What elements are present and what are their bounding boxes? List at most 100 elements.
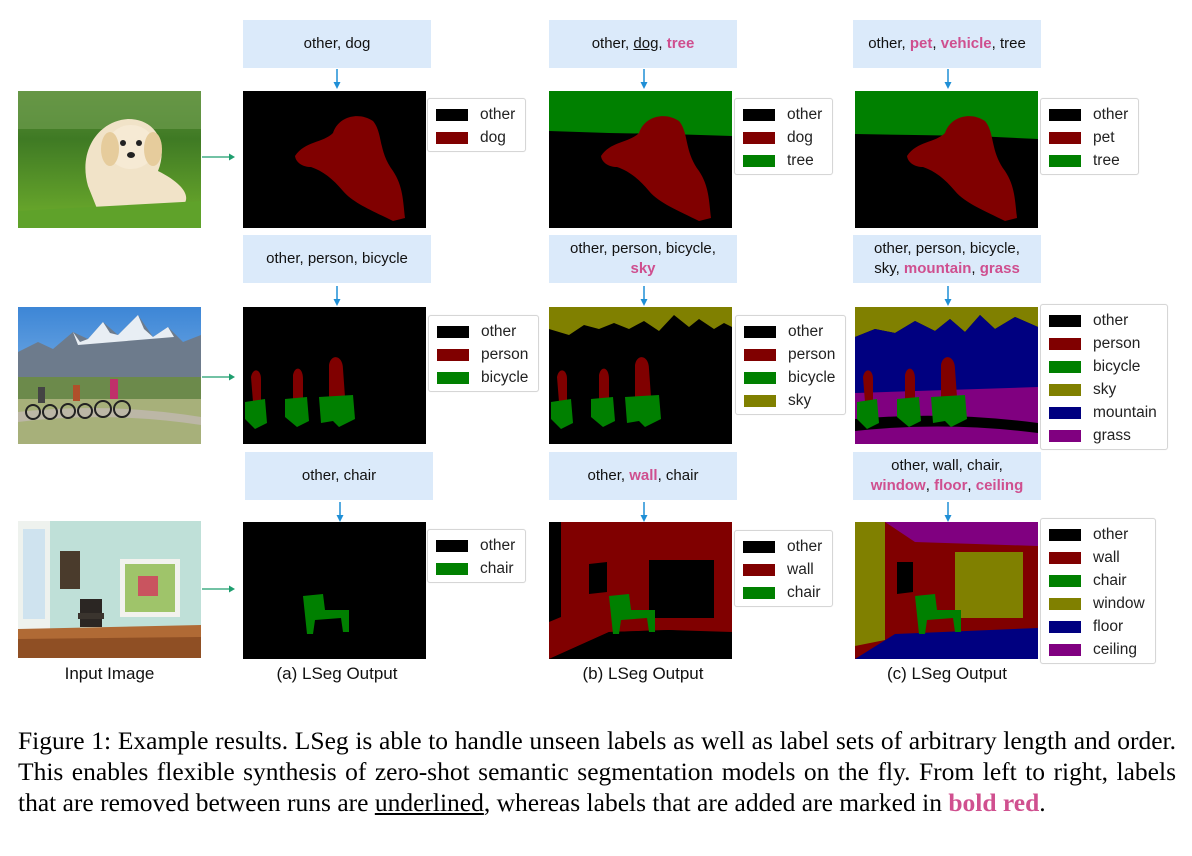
segment-pet (907, 116, 1017, 221)
input-image-dog (18, 91, 201, 228)
arrow-down-icon (944, 286, 952, 306)
legend-item: sky (744, 389, 835, 412)
legend-item: sky (1049, 378, 1157, 401)
legend: other wall chair (734, 530, 834, 607)
legend-label: mountain (1093, 403, 1157, 421)
added-label: sky (630, 260, 656, 277)
segment-wall (549, 522, 732, 659)
legend-label: other (788, 322, 824, 340)
prompt-line: window, floor, ceiling (871, 476, 1024, 496)
segment-chair (915, 594, 961, 634)
legend-item: other (436, 103, 515, 126)
column-caption-c: (c) LSeg Output (886, 664, 1007, 683)
prompt-text: other, (591, 35, 634, 52)
segmentation-map (855, 522, 1038, 659)
legend-swatch (744, 394, 776, 407)
prompt-text: other, wall, chair, (891, 457, 1003, 474)
legend-label: bicycle (481, 368, 529, 386)
segment-other (549, 522, 561, 622)
legend-swatch (1049, 551, 1081, 564)
legend-item: tree (743, 149, 822, 172)
prompt-text: sky, (874, 260, 904, 277)
added-label: wall (629, 467, 658, 484)
segment-sky (855, 307, 1038, 337)
input-image-room (18, 521, 201, 658)
legend-label: window (1093, 594, 1145, 612)
legend-label: bicycle (788, 368, 836, 386)
segment-bicycle (897, 397, 921, 427)
legend-item: person (1049, 332, 1157, 355)
prompt-text: dog (345, 35, 371, 52)
segment-tree (549, 91, 732, 103)
legend-swatch (1049, 337, 1081, 350)
legend-item: mountain (1049, 401, 1157, 424)
segment-person (905, 368, 915, 399)
legend-swatch (743, 108, 775, 121)
legend-item: other (437, 320, 528, 343)
prompt-text: , chair (657, 467, 699, 484)
legend-item: person (437, 343, 528, 366)
legend-item: other (436, 534, 515, 557)
prompt-line: other, wall, chair (588, 466, 699, 486)
legend-label: person (1093, 334, 1141, 352)
legend-item: grass (1049, 424, 1157, 447)
legend-item: other (743, 535, 822, 558)
arrow-right-icon (202, 373, 235, 381)
legend-item: window (1049, 592, 1145, 615)
prompt-line: other, chair (302, 466, 376, 486)
prompt-box: other, pet, vehicle, tree (853, 20, 1041, 68)
prompt-text: other, (868, 35, 910, 52)
legend-label: wall (787, 560, 814, 578)
segmentation-map (855, 307, 1038, 444)
segmentation-map (549, 522, 732, 659)
legend-label: person (481, 345, 529, 363)
segment-sky (549, 307, 732, 335)
legend-swatch (436, 131, 468, 144)
legend-label: other (1093, 105, 1129, 123)
added-label: floor (934, 477, 968, 494)
arrow-down-icon (336, 502, 344, 522)
segment-other (549, 630, 732, 659)
legend-swatch (1049, 108, 1081, 121)
legend-swatch (744, 371, 776, 384)
legend-label: other (481, 322, 517, 340)
added-label: window (870, 477, 926, 494)
legend-swatch (743, 131, 775, 144)
segmentation-map (243, 522, 426, 659)
figure-caption: Figure 1: Example results. LSeg is able … (18, 725, 1176, 818)
legend-item: tree (1049, 149, 1128, 172)
prompt-box: other, wall, chair (549, 452, 737, 500)
legend-swatch (436, 108, 468, 121)
removed-label: dog (633, 35, 659, 52)
legend-label: grass (1093, 426, 1131, 444)
segment-window (955, 552, 1023, 618)
legend-label: other (1093, 525, 1129, 543)
segment-dog (295, 116, 405, 221)
legend-item: person (744, 343, 835, 366)
added-label: mountain (903, 260, 972, 277)
segment-other (589, 562, 607, 594)
legend-label: floor (1093, 617, 1124, 635)
segment-mountain (855, 315, 1038, 393)
legend-item: ceiling (1049, 638, 1145, 661)
input-image-cyclists (18, 307, 201, 444)
legend-item: other (1049, 309, 1157, 332)
segmentation-map (549, 91, 732, 228)
prompt-box: other, person, bicycle,sky, mountain, gr… (853, 235, 1041, 283)
legend-item: chair (743, 581, 822, 604)
legend-label: person (788, 345, 836, 363)
caption-text: , whereas labels that are added are mark… (483, 788, 949, 817)
legend-label: chair (1093, 571, 1127, 589)
segmentation-map (243, 91, 426, 228)
arrow-down-icon (944, 502, 952, 522)
prompt-box: other, wall, chair, window, floor, ceilin… (853, 452, 1041, 500)
segment-bicycle (319, 395, 355, 427)
legend-item: dog (436, 126, 515, 149)
legend-item: chair (436, 557, 515, 580)
segment-person (557, 370, 567, 402)
legend-item: bicycle (437, 366, 528, 389)
arrow-down-icon (640, 286, 648, 306)
column-caption-a: (a) LSeg Output (276, 664, 398, 683)
